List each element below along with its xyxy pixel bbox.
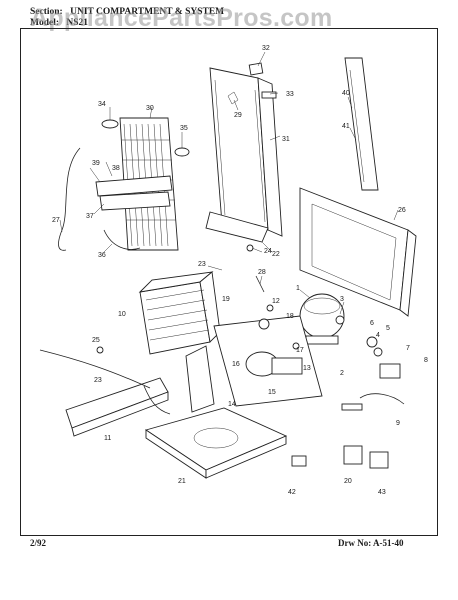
callout-21: 21 xyxy=(178,478,186,485)
callout-5: 5 xyxy=(386,325,390,332)
model-header: Model: NS21 xyxy=(30,18,88,29)
callout-3: 3 xyxy=(340,296,344,303)
callout-1: 1 xyxy=(296,285,300,292)
callout-11: 11 xyxy=(104,435,111,442)
callout-27: 27 xyxy=(52,217,60,224)
part-40-strip xyxy=(344,57,379,191)
part-30-condenser xyxy=(58,117,190,251)
callout-2: 2 xyxy=(340,370,344,377)
diagram-frame xyxy=(20,28,438,536)
callout-24: 24 xyxy=(264,248,272,255)
callout-13: 13 xyxy=(303,365,311,372)
section-value: UNIT COMPARTMENT & SYSTEM xyxy=(70,7,225,17)
callout-34: 34 xyxy=(98,101,106,108)
callout-40: 40 xyxy=(342,90,350,97)
part-11-bracket xyxy=(39,349,171,437)
callout-35: 35 xyxy=(180,125,188,132)
callout-29: 29 xyxy=(234,112,242,119)
model-label: Model: xyxy=(30,18,60,28)
callout-23b: 23 xyxy=(94,377,102,384)
callout-10: 10 xyxy=(118,311,126,318)
callout-22: 22 xyxy=(272,251,280,258)
part-31-panel xyxy=(209,62,283,237)
part-10-shroud xyxy=(138,271,221,355)
callout-16: 16 xyxy=(232,361,240,368)
callout-labels: 1 2 3 4 5 6 7 8 9 10 11 12 13 14 15 16 1… xyxy=(52,45,428,496)
callout-7: 7 xyxy=(406,345,410,352)
callout-18: 18 xyxy=(286,313,294,320)
footer-date: 2/92 xyxy=(30,538,47,548)
callout-19: 19 xyxy=(222,296,230,303)
callout-42: 42 xyxy=(288,489,296,496)
part-26-cover xyxy=(299,187,417,317)
callout-41: 41 xyxy=(342,123,350,130)
callout-36: 36 xyxy=(98,252,106,259)
part-14-base xyxy=(185,315,323,413)
callout-12: 12 xyxy=(272,298,280,305)
callout-6: 6 xyxy=(370,320,374,327)
footer-drawing-number: Drw No: A-51-40 xyxy=(338,538,404,548)
callout-32: 32 xyxy=(262,45,270,52)
callout-33: 33 xyxy=(286,91,294,98)
callout-9: 9 xyxy=(396,420,400,427)
callout-30: 30 xyxy=(146,105,154,112)
callout-28: 28 xyxy=(258,269,266,276)
callout-38: 38 xyxy=(112,165,120,172)
callout-15: 15 xyxy=(268,389,276,396)
leader-lines xyxy=(59,51,399,315)
watermark-logo: AppliancePartsPros.com xyxy=(30,4,333,32)
section-label: Section: xyxy=(30,7,63,17)
small-parts xyxy=(96,244,405,469)
callout-23a: 23 xyxy=(198,261,206,268)
callout-8: 8 xyxy=(424,357,428,364)
callout-4: 4 xyxy=(376,332,380,339)
callout-20: 20 xyxy=(344,478,352,485)
callout-43: 43 xyxy=(378,489,386,496)
callout-26: 26 xyxy=(398,207,406,214)
callout-31: 31 xyxy=(282,136,290,143)
callout-25: 25 xyxy=(92,337,100,344)
model-value: NS21 xyxy=(66,18,89,28)
callout-37: 37 xyxy=(86,213,94,220)
part-21-drain-pan xyxy=(144,407,288,479)
callout-17: 17 xyxy=(296,347,304,354)
callout-39: 39 xyxy=(92,160,100,167)
section-header: Section: UNIT COMPARTMENT & SYSTEM xyxy=(30,7,224,18)
callout-14: 14 xyxy=(228,401,236,408)
